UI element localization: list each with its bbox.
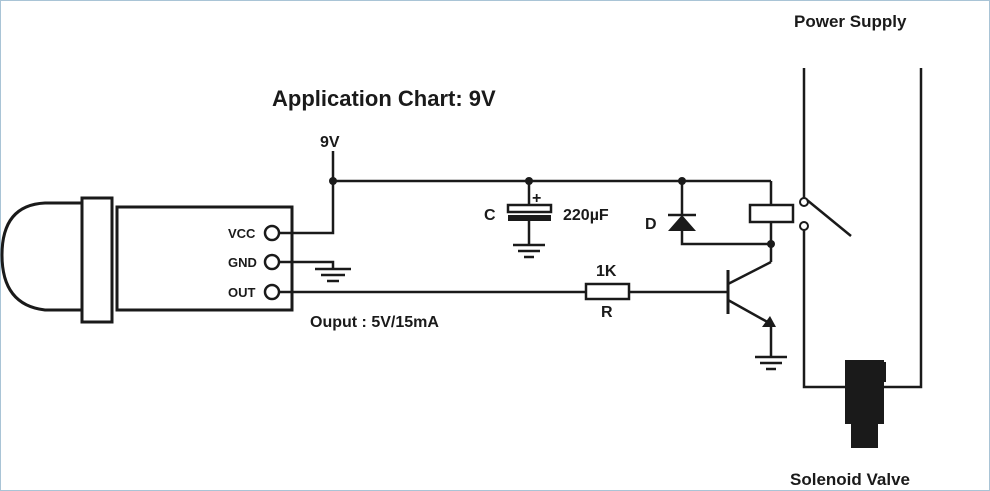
- relay-switch: [799, 197, 852, 237]
- pin-terminal-gnd: [263, 253, 281, 271]
- sensor-dome: [0, 201, 84, 312]
- pin-label-gnd: GND: [228, 255, 257, 270]
- resistor-name: R: [601, 304, 613, 321]
- relay-coil: [748, 181, 795, 262]
- valve-wire-left: [802, 230, 845, 389]
- ground-symbol-sensor: [315, 267, 351, 283]
- diode-name: D: [645, 216, 657, 233]
- resistor-symbol: [584, 282, 631, 301]
- supply-voltage-label: 9V: [320, 134, 340, 151]
- pin-label-vcc: VCC: [228, 226, 256, 241]
- capacitor-value: 220µF: [563, 207, 609, 224]
- pin-label-out: OUT: [228, 285, 256, 300]
- pin-terminal-vcc: [263, 224, 281, 242]
- diode-symbol: [668, 177, 771, 246]
- pin-terminal-out: [263, 283, 281, 301]
- solenoid-valve: [845, 360, 886, 448]
- gnd-wire: [279, 260, 335, 269]
- pir-sensor: VCC GND OUT: [0, 196, 294, 324]
- solenoid-valve-label: Solenoid Valve: [790, 470, 910, 489]
- junction-dot: [329, 177, 337, 185]
- chart-title: Application Chart: 9V: [272, 86, 496, 111]
- capacitor-symbol: [506, 177, 553, 259]
- npn-transistor: [726, 260, 787, 371]
- capacitor-name: C: [484, 207, 496, 224]
- sensor-body: [115, 205, 294, 312]
- vcc-wire: [279, 181, 335, 235]
- capacitor-polarity: +: [532, 190, 541, 207]
- resistor-value: 1K: [596, 263, 617, 280]
- power-supply-label: Power Supply: [794, 12, 907, 31]
- sensor-flange: [80, 196, 114, 324]
- power-supply-wire-right: [884, 68, 923, 389]
- output-note: Ouput : 5V/15mA: [310, 314, 439, 331]
